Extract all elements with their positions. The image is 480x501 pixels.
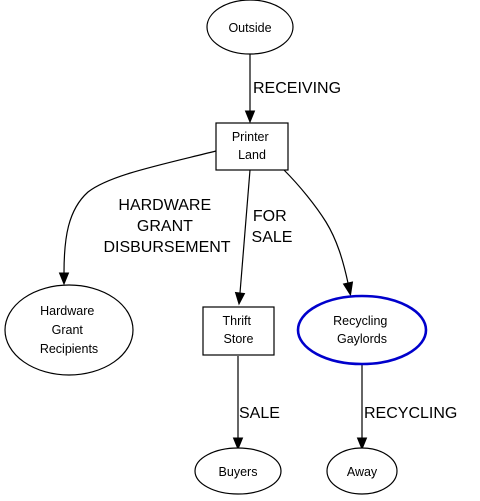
- node-printer-land-label: Printer Land: [232, 130, 272, 162]
- node-recycling-gaylords-label: Recycling Gaylords: [333, 314, 391, 346]
- node-away-label: Away: [347, 465, 378, 479]
- edge-label-for-sale: FOR SALE: [252, 208, 293, 246]
- node-away: Away: [326, 447, 398, 495]
- edge-receiving: [244, 54, 256, 124]
- node-recycling-gaylords: Recycling Gaylords: [296, 294, 428, 366]
- node-hardware-grant-recipients-label: Hardware Grant Recipients: [40, 304, 98, 356]
- edge-label-sale: SALE: [239, 405, 280, 422]
- node-buyers: Buyers: [194, 447, 282, 495]
- node-outside: Outside: [206, 0, 294, 55]
- edge-label-recycling: RECYCLING: [364, 405, 457, 422]
- node-thrift-store: Thrift Store: [202, 306, 275, 356]
- edge-sale: [232, 356, 244, 451]
- edge-hardware-grant-disbursement: [58, 150, 217, 286]
- edge-recycling: [356, 365, 368, 451]
- node-printer-land: Printer Land: [215, 122, 289, 171]
- node-buyers-label: Buyers: [219, 465, 258, 479]
- edge-label-hardware-grant-disbursement: HARDWARE GRANT DISBURSEMENT: [103, 197, 230, 256]
- edge-label-receiving: RECEIVING: [253, 80, 341, 97]
- edge-recycling-to-gaylords: [283, 169, 354, 297]
- node-outside-label: Outside: [228, 21, 271, 35]
- node-thrift-store-label: Thrift Store: [223, 314, 255, 346]
- node-hardware-grant-recipients: Hardware Grant Recipients: [4, 284, 134, 376]
- edge-for-sale: [234, 169, 251, 306]
